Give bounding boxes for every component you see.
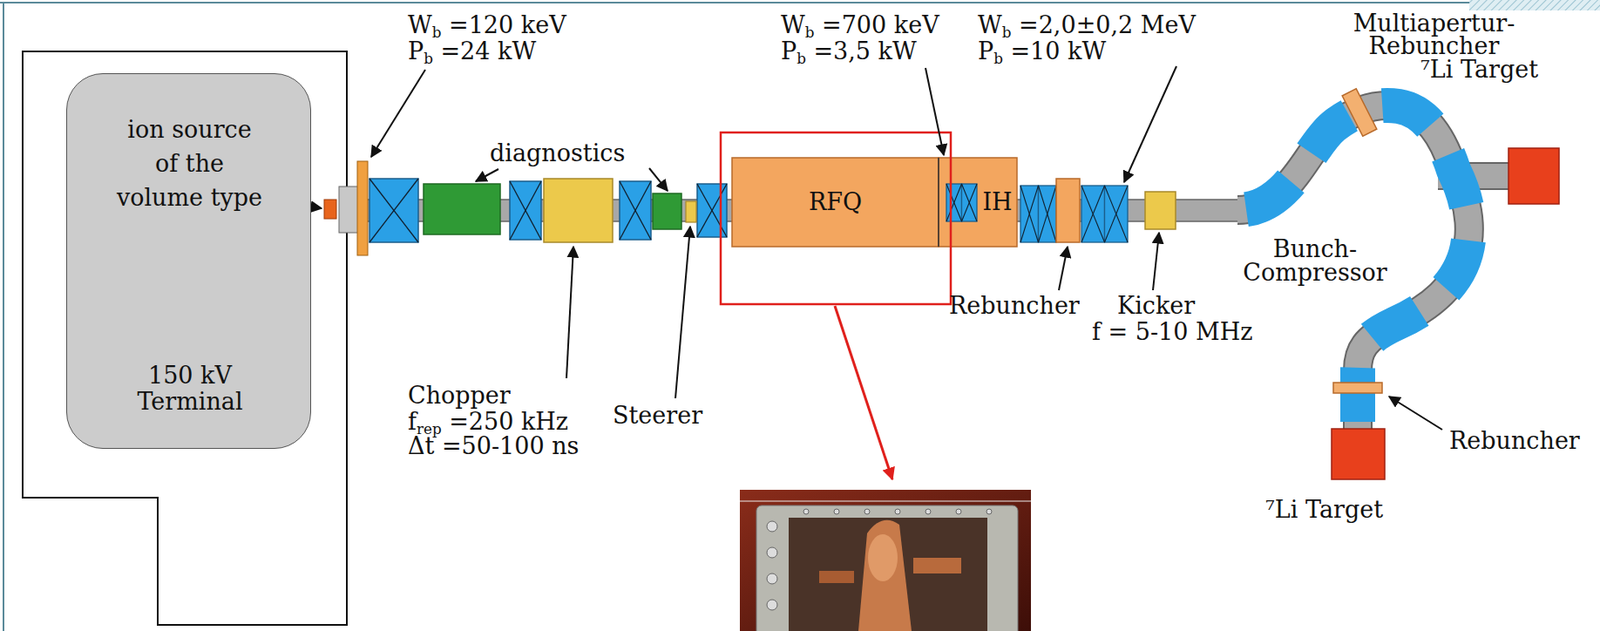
component-label: frep =250 kHz	[407, 408, 569, 435]
node-text: RFQ	[732, 189, 939, 216]
component-label: Pb =24 kW	[407, 38, 536, 65]
component-label: Wb =120 keV	[407, 12, 567, 39]
component-label: Multiapertur- Rebuncher	[1349, 12, 1519, 58]
ion-source-terminal: ion source of the volume type 150 kV Term…	[66, 73, 312, 449]
node-text: 150 kV Terminal	[133, 362, 247, 415]
component-label: Δt =50-100 ns	[407, 433, 579, 460]
component-label: Steerer	[612, 402, 703, 429]
component-label: Chopper	[407, 382, 511, 409]
component-label: ⁷Li Target	[1420, 56, 1539, 83]
node-text: ion source of the volume type	[113, 112, 266, 215]
component-label: Pb =3,5 kW	[780, 38, 917, 65]
ih-cavity: IH	[938, 157, 1017, 247]
component-label: f = 5-10 MHz	[1091, 318, 1253, 346]
component-label: diagnostics	[489, 140, 625, 167]
component-label: Kicker	[1117, 292, 1195, 319]
component-label: ⁷Li Target	[1265, 496, 1384, 523]
component-label: Wb =2,0±0,2 MeV	[977, 12, 1196, 39]
component-label: Wb =700 keV	[780, 12, 940, 39]
component-label: Pb =10 kW	[977, 38, 1106, 65]
component-label: Bunch- Compressor	[1237, 237, 1393, 285]
rfq-cavity: RFQ	[732, 157, 939, 247]
component-label: Rebuncher	[1449, 427, 1580, 455]
component-label: Rebuncher	[949, 292, 1080, 319]
node-text: IH	[977, 189, 1017, 216]
